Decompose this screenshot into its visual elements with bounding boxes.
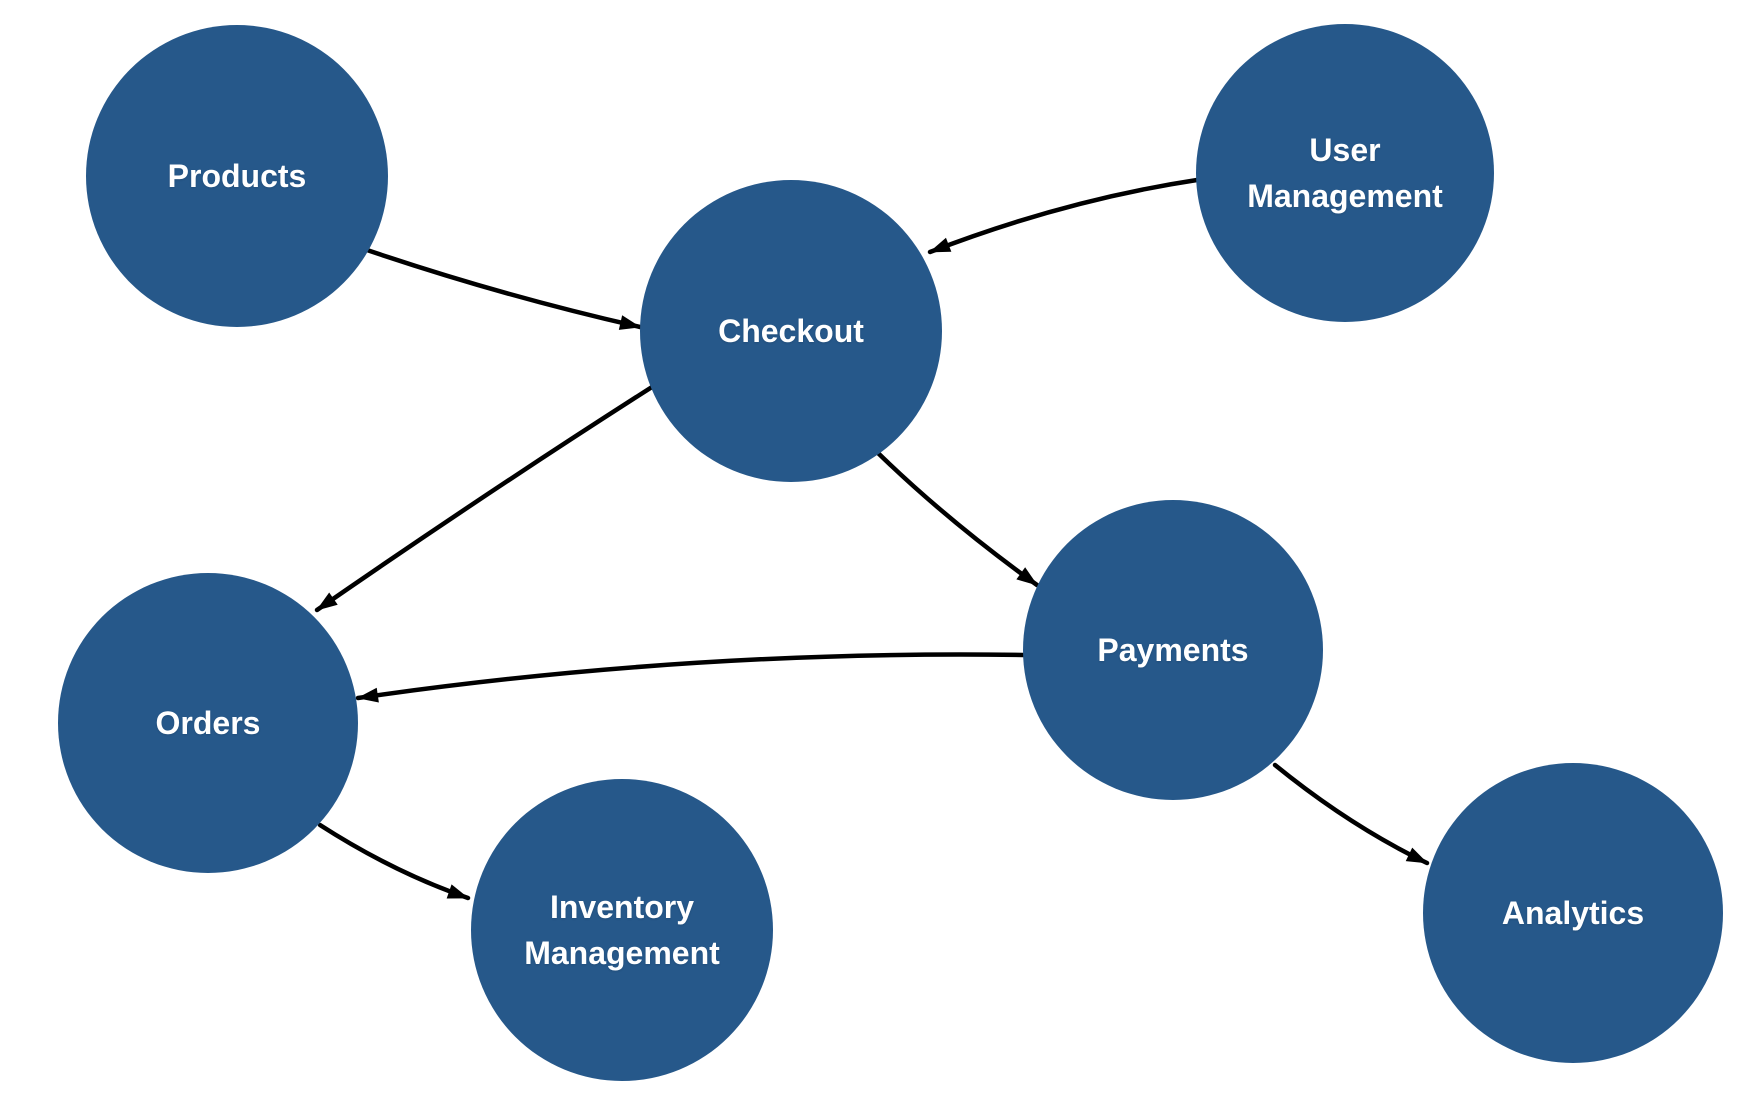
node-label-analytics: Analytics: [1501, 894, 1645, 931]
edge-payments-to-analytics: [1272, 762, 1430, 866]
node-orders: Orders: [58, 573, 358, 873]
node-payments: Payments: [1023, 500, 1323, 800]
node-label-checkout: Checkout: [718, 312, 864, 349]
edge-checkout-to-payments: [875, 450, 1040, 588]
node-checkout: Checkout: [640, 180, 942, 482]
node-label-payments: Payments: [1097, 631, 1249, 668]
edge-products-to-checkout: [364, 247, 643, 330]
node-label-orders: Orders: [155, 704, 261, 741]
edge-checkout-to-orders: [314, 384, 655, 613]
edge-payments-to-orders: [355, 652, 1026, 703]
edge-user-management-to-checkout: [927, 177, 1200, 255]
edge-orders-to-inventory-management: [317, 822, 471, 901]
node-inventory-management: Inventory Management: [471, 779, 773, 1081]
node-label-user-management: User Management: [1247, 131, 1443, 214]
node-products: Products: [86, 25, 388, 327]
node-label-inventory-management: Inventory Management: [524, 888, 720, 971]
node-label-products: Products: [167, 157, 307, 194]
node-analytics: Analytics: [1423, 763, 1723, 1063]
node-user-management: User Management: [1196, 24, 1494, 322]
